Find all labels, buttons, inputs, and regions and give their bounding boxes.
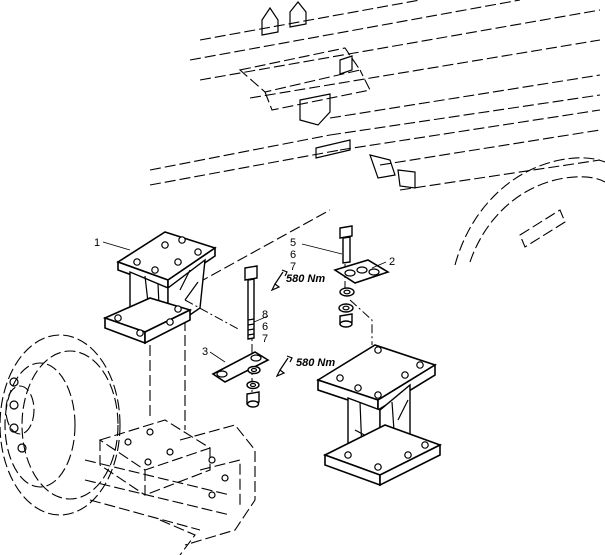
axle-assembly-phantom [0,290,256,555]
callout-7-lower: 7 [262,333,268,345]
bracket-part-1 [102,231,217,345]
callout-7-upper: 7 [290,261,296,273]
torque-label-upper: 580 Nm [286,273,325,285]
callout-6-upper: 6 [290,249,296,261]
callout-1: 1 [94,237,100,249]
long-bolt-stack [211,265,270,408]
callout-3: 3 [202,346,208,358]
upper-bolt-stack [333,225,390,328]
bracket-right [316,344,443,487]
callout-6-lower: 6 [262,321,268,333]
wrench-icon [270,269,288,292]
leader-lines [102,241,387,363]
torque-label-lower: 580 Nm [296,357,335,369]
callout-8: 8 [262,309,268,321]
callout-5: 5 [290,237,296,249]
wrench-icon-lower [275,355,293,378]
callout-2: 2 [389,256,395,268]
chassis-frame-phantom [149,0,605,291]
